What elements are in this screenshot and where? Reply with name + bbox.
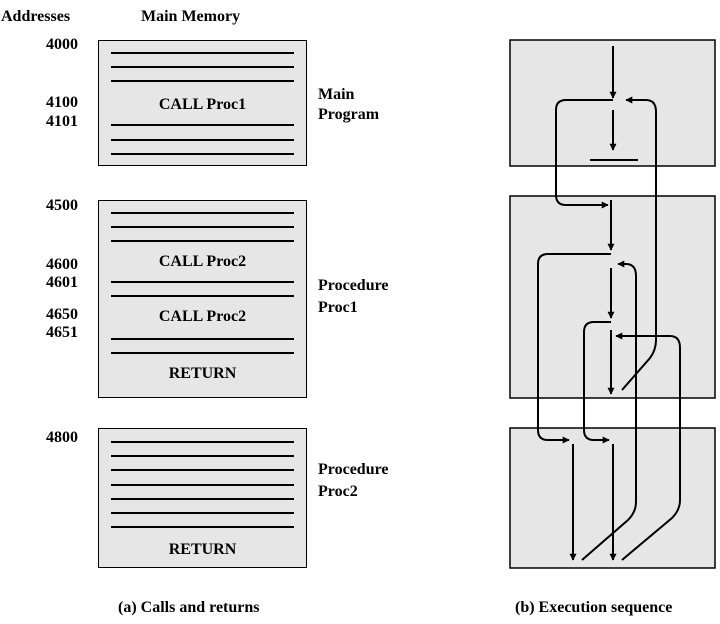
instruction-line: [111, 338, 294, 340]
return-instruction: RETURN: [168, 541, 237, 558]
instruction-line: [111, 124, 294, 126]
main-program-label: Main: [318, 86, 355, 103]
addresses-header: Addresses: [1, 8, 71, 25]
address-label: 4601: [46, 274, 78, 291]
proc1-label: Proc1: [318, 299, 358, 316]
address-label: 4500: [46, 197, 78, 214]
instruction-line: [111, 281, 294, 283]
call-proc2-instruction: CALL Proc2: [158, 253, 247, 270]
main-program-label: Program: [318, 106, 380, 123]
instruction-line: [111, 52, 294, 54]
proc2-label: Procedure: [318, 461, 389, 478]
instruction-line: [111, 66, 294, 68]
proc1-block: CALL Proc2 CALL Proc2 RETURN: [98, 200, 307, 398]
instruction-line: [111, 80, 294, 82]
instruction-line: [111, 498, 294, 500]
instruction-line: [111, 139, 294, 141]
instruction-line: [111, 295, 294, 297]
instruction-line: [111, 512, 294, 514]
instruction-line: [111, 226, 294, 228]
main-program-block: CALL Proc1: [98, 40, 307, 166]
address-label: 4651: [46, 324, 78, 341]
instruction-line: [111, 441, 294, 443]
instruction-line: [111, 240, 294, 242]
caption-execution-sequence: (b) Execution sequence: [515, 599, 673, 616]
instruction-line: [111, 469, 294, 471]
address-label: 4600: [46, 256, 78, 273]
proc2-block: RETURN: [98, 428, 307, 568]
call-proc2-arrow: [537, 253, 611, 444]
main-memory-header: Main Memory: [141, 8, 241, 25]
return-to-proc1-arrow: [581, 260, 637, 561]
proc1-exec-box: [509, 195, 716, 399]
instruction-line: [111, 484, 294, 486]
instruction-line: [111, 526, 294, 528]
return-instruction: RETURN: [168, 365, 237, 382]
address-label: 4650: [46, 306, 78, 323]
caption-calls-and-returns: (a) Calls and returns: [118, 599, 260, 616]
return-to-main-arrow: [621, 96, 657, 391]
instruction-line: [111, 153, 294, 155]
address-label: 4101: [46, 113, 78, 130]
return-to-proc1-arrow: [615, 332, 681, 561]
proc2-label: Proc2: [318, 483, 358, 500]
call-proc1-instruction: CALL Proc1: [158, 96, 247, 113]
address-label: 4100: [46, 94, 78, 111]
proc1-label: Procedure: [318, 277, 389, 294]
call-proc2-arrow: [583, 321, 611, 444]
instruction-line: [111, 212, 294, 214]
address-label: 4800: [46, 429, 78, 446]
instruction-line: [111, 352, 294, 354]
call-proc1-arrow: [555, 99, 613, 209]
instruction-line: [111, 455, 294, 457]
call-proc2-instruction: CALL Proc2: [158, 308, 247, 325]
address-label: 4000: [46, 36, 78, 53]
